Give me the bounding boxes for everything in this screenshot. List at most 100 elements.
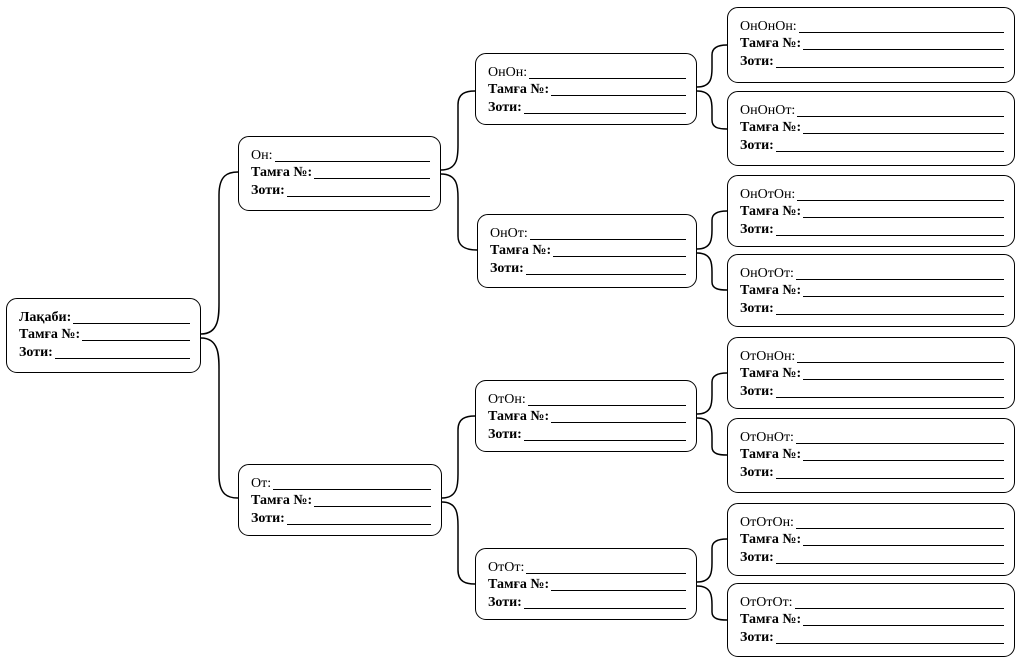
tamga-label: Тамға №: — [490, 243, 552, 258]
zoti-blank-line — [54, 357, 190, 359]
name-label: От: — [251, 475, 272, 491]
zoti-label: Зоти: — [740, 383, 774, 399]
tamga-blank-line — [803, 48, 1004, 50]
tamga-blank-line — [82, 339, 190, 341]
name-label: ОнОнОн: — [740, 18, 797, 34]
tamga-label: Тамға №: — [740, 532, 802, 547]
zoti-blank-line — [775, 313, 1004, 315]
zoti-blank-line — [286, 195, 430, 197]
name-row: От: — [251, 474, 431, 492]
zoti-row: Зоти: — [740, 382, 1004, 400]
tamga-row: Тамға №: — [19, 326, 190, 344]
tamga-row: Тамға №: — [488, 81, 686, 99]
zoti-row: Зоти: — [740, 463, 1004, 481]
zoti-blank-line — [286, 523, 431, 525]
zoti-row: Зоти: — [740, 299, 1004, 317]
name-blank-line — [795, 442, 1004, 444]
name-label: ОтОтОт: — [740, 594, 793, 610]
zoti-label: Зоти: — [740, 53, 774, 69]
node-ot: От: Тамға №: Зоти: — [238, 464, 442, 536]
zoti-blank-line — [525, 273, 686, 275]
name-blank-line — [526, 572, 686, 574]
zoti-label: Зоти: — [251, 182, 285, 198]
tamga-label: Тамға №: — [488, 577, 550, 592]
tamga-blank-line — [803, 544, 1004, 546]
zoti-row: Зоти: — [740, 548, 1004, 566]
zoti-blank-line — [523, 112, 686, 114]
name-label: ОнОт: — [490, 225, 528, 241]
zoti-row: Зоти: — [740, 52, 1004, 70]
node-onotot: ОнОтОт: Тамға №: Зоти: — [727, 254, 1015, 327]
zoti-row: Зоти: — [488, 593, 686, 611]
tamga-blank-line — [803, 216, 1004, 218]
tamga-label: Тамға №: — [19, 327, 81, 342]
name-label: ОнОнОт: — [740, 102, 796, 118]
name-row: Лақаби: — [19, 308, 190, 326]
name-blank-line — [798, 31, 1004, 33]
node-on: Он: Тамға №: Зоти: — [238, 136, 441, 211]
name-label: ОтОтОн: — [740, 514, 794, 530]
tamga-label: Тамға №: — [488, 409, 550, 424]
tamga-row: Тамға №: — [740, 611, 1004, 629]
zoti-label: Зоти: — [490, 260, 524, 276]
tamga-blank-line — [314, 177, 430, 179]
name-blank-line — [797, 361, 1004, 363]
tamga-label: Тамға №: — [740, 204, 802, 219]
tamga-row: Тамға №: — [740, 282, 1004, 300]
zoti-row: Зоти: — [488, 425, 686, 443]
tamga-row: Тамға №: — [740, 119, 1004, 137]
connector-root-ot — [200, 337, 239, 499]
connector-ot-otot — [441, 501, 476, 585]
zoti-label: Зоти: — [488, 594, 522, 610]
name-blank-line — [273, 488, 431, 490]
name-row: ОнОнОн: — [740, 17, 1004, 35]
connector-root-on — [200, 171, 239, 335]
connector-onon-ononon — [696, 44, 728, 88]
connector-onon-ononot — [696, 90, 728, 130]
zoti-row: Зоти: — [740, 220, 1004, 238]
name-row: ОнОнОт: — [740, 101, 1004, 119]
name-row: ОтОн: — [488, 390, 686, 408]
name-row: ОтОтОт: — [740, 593, 1004, 611]
tamga-blank-line — [551, 94, 686, 96]
zoti-label: Зоти: — [740, 137, 774, 153]
tamga-blank-line — [803, 624, 1004, 626]
name-row: ОтОнОн: — [740, 347, 1004, 365]
zoti-row: Зоти: — [251, 181, 430, 199]
node-ononon: ОнОнОн: Тамға №: Зоти: — [727, 7, 1015, 83]
connector-ot-oton — [441, 415, 476, 499]
name-blank-line — [795, 278, 1004, 280]
tamga-blank-line — [803, 378, 1004, 380]
zoti-blank-line — [775, 150, 1004, 152]
name-blank-line — [529, 238, 686, 240]
zoti-label: Зоти: — [740, 549, 774, 565]
zoti-blank-line — [775, 234, 1004, 236]
name-row: Он: — [251, 146, 430, 164]
node-otonot: ОтОнОт: Тамға №: Зоти: — [727, 418, 1015, 493]
connector-otot-ototot — [696, 585, 728, 621]
zoti-label: Зоти: — [488, 426, 522, 442]
node-onoton: ОнОтОн: Тамға №: Зоти: — [727, 175, 1015, 247]
tamga-blank-line — [314, 505, 431, 507]
tamga-label: Тамға №: — [740, 366, 802, 381]
name-label: ОтОн: — [488, 391, 526, 407]
tamga-row: Тамға №: — [740, 365, 1004, 383]
zoti-row: Зоти: — [251, 509, 431, 527]
name-row: ОтОтОн: — [740, 513, 1004, 531]
name-label: ОнОтОн: — [740, 186, 796, 202]
tamga-label: Тамға №: — [251, 493, 313, 508]
zoti-row: Зоти: — [19, 343, 190, 361]
tamga-row: Тамға №: — [740, 203, 1004, 221]
node-otonon: ОтОнОн: Тамға №: Зоти: — [727, 337, 1015, 409]
tamga-blank-line — [553, 255, 686, 257]
name-blank-line — [797, 199, 1004, 201]
tamga-row: Тамға №: — [490, 242, 686, 260]
name-label: ОнОн: — [488, 64, 528, 80]
node-otot: ОтОт: Тамға №: Зоти: — [475, 548, 697, 620]
name-label: Лақаби: — [19, 309, 72, 325]
name-blank-line — [527, 404, 686, 406]
name-label: ОнОтОт: — [740, 265, 794, 281]
connector-on-onot — [440, 173, 478, 251]
tamga-row: Тамға №: — [251, 164, 430, 182]
tamga-row: Тамға №: — [740, 35, 1004, 53]
